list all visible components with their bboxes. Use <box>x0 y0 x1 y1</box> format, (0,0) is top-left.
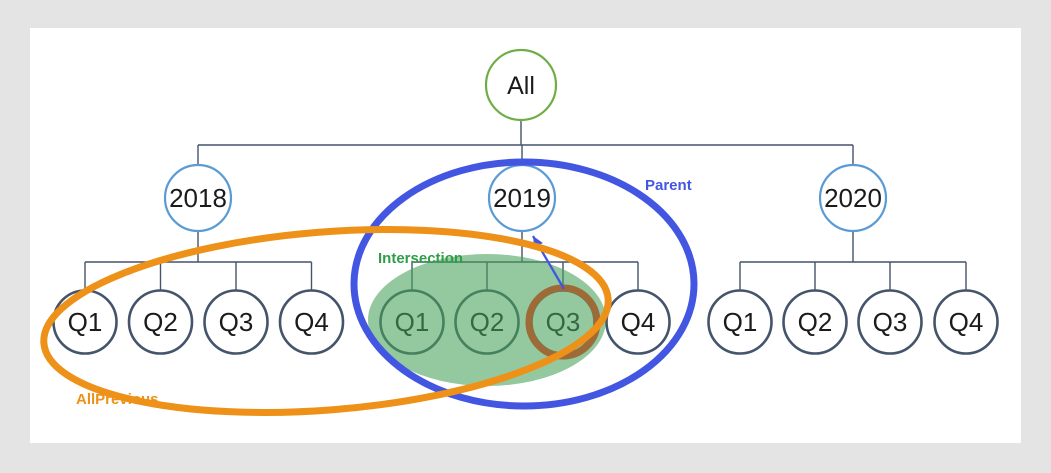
node-quarter-2018-q2-circle <box>127 289 194 355</box>
intersection-label: Intersection <box>378 250 463 267</box>
node-quarter-2020-q3-label: Q3 <box>873 307 908 337</box>
node-quarter-2020-q1-circle <box>707 289 773 355</box>
node-quarter-2020-q4-label: Q4 <box>949 307 984 337</box>
allprevious-label: AllPrevious <box>76 391 159 408</box>
tree-connectors <box>84 120 967 291</box>
node-quarter-2018-q1-label: Q1 <box>68 307 103 337</box>
node-quarter-2018-q2-label: Q2 <box>143 307 178 337</box>
node-year-2020-circle <box>818 163 888 233</box>
node-year-2019-label: 2019 <box>493 183 551 213</box>
node-quarter-2018-q4-label: Q4 <box>294 307 329 337</box>
node-quarter-2020-q3-circle <box>857 289 923 355</box>
node-quarter-2018-q3-label: Q3 <box>219 307 254 337</box>
allprevious-ellipse <box>40 226 612 416</box>
node-quarter-2020-q4-circle <box>933 289 999 355</box>
node-quarter-2020-q2-circle <box>782 289 848 355</box>
node-year-2018-circle <box>163 163 233 233</box>
parent-ellipse <box>350 158 698 410</box>
node-quarter-2018-q3-circle <box>203 289 269 355</box>
node-quarter-2020-q2-label: Q2 <box>798 307 833 337</box>
node-year-2020-label: 2020 <box>824 183 882 213</box>
node-year-2018-label: 2018 <box>169 183 227 213</box>
node-quarter-2019-q4-circle <box>605 289 671 355</box>
node-quarter-2018-q4-circle <box>278 289 345 355</box>
parent-label: Parent <box>645 177 692 194</box>
node-all-circle <box>484 48 558 122</box>
node-quarter-2019-q4-label: Q4 <box>621 307 656 337</box>
node-quarter-2020-q1-label: Q1 <box>723 307 758 337</box>
node-all-label: All <box>507 72 535 100</box>
